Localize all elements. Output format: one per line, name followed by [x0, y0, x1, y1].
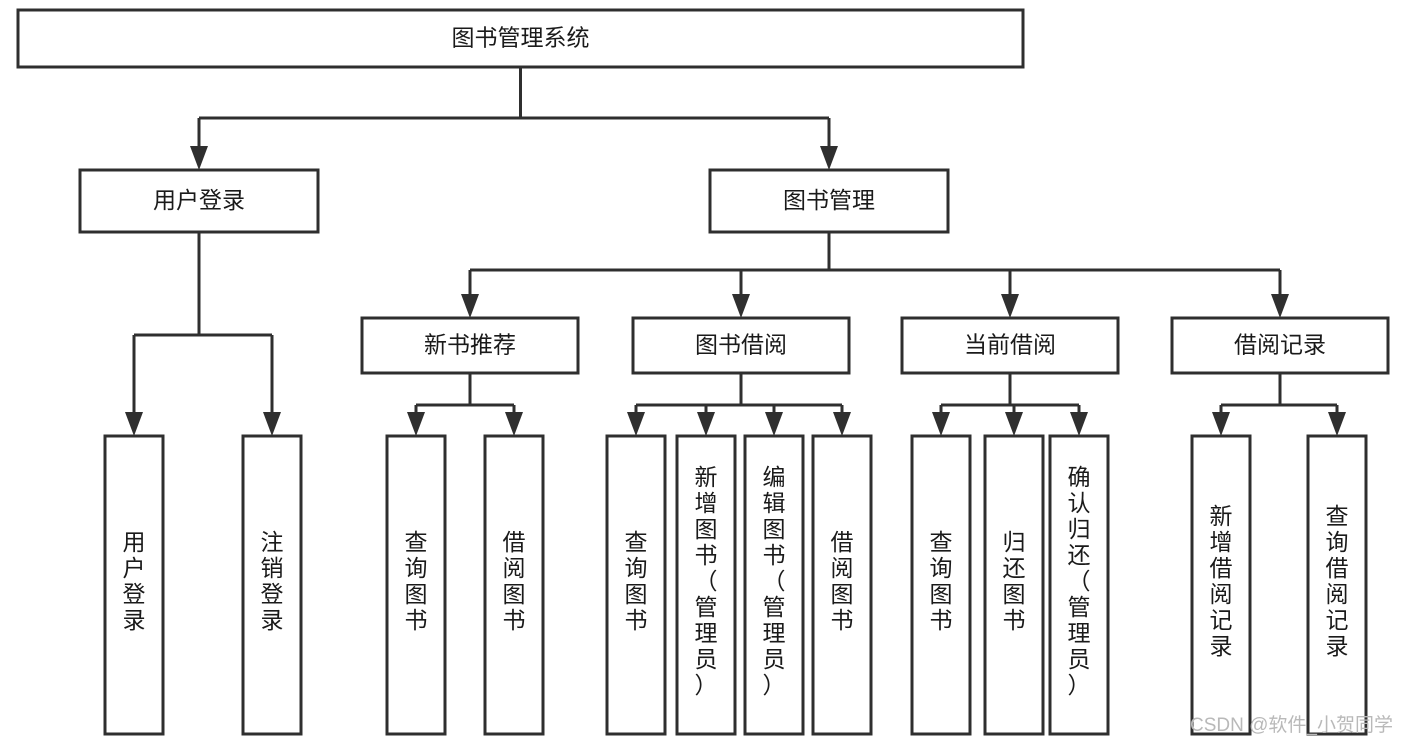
node-leaf-query-book-2[interactable]: 查询图书 [605, 434, 667, 736]
node-leaf-query-record[interactable]: 查询借阅记录 [1306, 434, 1368, 736]
node-label-leaf-borrow-book-2: 借阅图书 [831, 529, 854, 633]
node-box-leaf-add-book [675, 434, 737, 736]
node-box-leaf-return-book [983, 434, 1045, 736]
leaf-leaf-borrow-book-1-arrowhead [505, 412, 523, 436]
connector-lines [125, 67, 1346, 436]
node-box-leaf-user-login [103, 434, 165, 736]
leaf-leaf-query-book-2-arrowhead [627, 412, 645, 436]
node-leaf-edit-book[interactable]: 编辑图书（管理员） [743, 434, 805, 736]
node-box-user-login [78, 168, 320, 234]
node-label-new-book-rec: 新书推荐 [424, 332, 516, 358]
node-root[interactable]: 图书管理系统 [16, 8, 1025, 69]
node-box-root [16, 8, 1025, 69]
node-leaf-query-book-1[interactable]: 查询图书 [385, 434, 447, 736]
node-label-leaf-query-book-2: 查询图书 [625, 529, 648, 633]
node-book-manage[interactable]: 图书管理 [708, 168, 950, 234]
node-label-leaf-query-book-1: 查询图书 [405, 529, 428, 633]
node-label-leaf-add-book: 新增图书（管理员） [695, 464, 718, 698]
node-label-root: 图书管理系统 [452, 25, 590, 51]
node-label-leaf-return-book: 归还图书 [1003, 529, 1026, 633]
node-box-current-borrow [900, 316, 1120, 375]
node-label-leaf-edit-book: 编辑图书（管理员） [763, 464, 786, 698]
node-label-leaf-confirm-return: 确认归还（管理员） [1068, 464, 1091, 698]
node-label-book-manage: 图书管理 [783, 187, 875, 213]
node-box-leaf-user-logout [241, 434, 303, 736]
leaf-leaf-add-record-arrowhead [1212, 412, 1230, 436]
node-borrow-record[interactable]: 借阅记录 [1170, 316, 1390, 375]
node-box-book-manage [708, 168, 950, 234]
level2-user-login-arrowhead [190, 146, 208, 170]
node-leaf-query-book-3[interactable]: 查询图书 [910, 434, 972, 736]
node-box-leaf-borrow-book-2 [811, 434, 873, 736]
node-box-leaf-query-book-3 [910, 434, 972, 736]
node-label-leaf-user-logout: 注销登录 [261, 529, 284, 633]
leaf-leaf-return-book-arrowhead [1005, 412, 1023, 436]
node-boxes: 图书管理系统用户登录图书管理新书推荐图书借阅当前借阅借阅记录用户登录注销登录查询… [16, 8, 1390, 736]
node-box-leaf-query-book-1 [385, 434, 447, 736]
node-box-leaf-confirm-return [1048, 434, 1110, 736]
node-label-current-borrow: 当前借阅 [964, 332, 1056, 358]
node-leaf-user-login[interactable]: 用户登录 [103, 434, 165, 736]
leaf-leaf-query-book-3-arrowhead [932, 412, 950, 436]
node-box-leaf-query-book-2 [605, 434, 667, 736]
node-label-borrow-record: 借阅记录 [1234, 332, 1326, 358]
level2-book-manage-arrowhead [820, 146, 838, 170]
node-box-new-book-rec [360, 316, 580, 375]
csdn-watermark: CSDN @软件_小贺同学 [1190, 714, 1393, 736]
node-book-borrow[interactable]: 图书借阅 [631, 316, 851, 375]
leaf-leaf-edit-book-arrowhead [765, 412, 783, 436]
node-leaf-confirm-return[interactable]: 确认归还（管理员） [1048, 434, 1110, 736]
level3-book-borrow-arrowhead [732, 294, 750, 318]
node-box-leaf-edit-book [743, 434, 805, 736]
node-label-leaf-user-login: 用户登录 [123, 529, 146, 633]
leaf-leaf-user-login-arrowhead [125, 412, 143, 436]
leaf-leaf-add-book-arrowhead [697, 412, 715, 436]
node-leaf-user-logout[interactable]: 注销登录 [241, 434, 303, 736]
leaf-leaf-confirm-return-arrowhead [1070, 412, 1088, 436]
level3-current-borrow-arrowhead [1001, 294, 1019, 318]
node-current-borrow[interactable]: 当前借阅 [900, 316, 1120, 375]
node-leaf-return-book[interactable]: 归还图书 [983, 434, 1045, 736]
node-label-user-login: 用户登录 [153, 187, 245, 213]
leaf-leaf-borrow-book-2-arrowhead [833, 412, 851, 436]
leaf-leaf-user-logout-arrowhead [263, 412, 281, 436]
node-label-leaf-query-record: 查询借阅记录 [1326, 503, 1349, 659]
node-label-leaf-add-record: 新增借阅记录 [1210, 503, 1233, 659]
node-box-book-borrow [631, 316, 851, 375]
level3-borrow-record-arrowhead [1271, 294, 1289, 318]
node-leaf-add-record[interactable]: 新增借阅记录 [1190, 434, 1252, 736]
node-label-leaf-query-book-3: 查询图书 [930, 529, 953, 633]
node-leaf-borrow-book-1[interactable]: 借阅图书 [483, 434, 545, 736]
node-leaf-add-book[interactable]: 新增图书（管理员） [675, 434, 737, 736]
node-leaf-borrow-book-2[interactable]: 借阅图书 [811, 434, 873, 736]
node-user-login[interactable]: 用户登录 [78, 168, 320, 234]
node-box-borrow-record [1170, 316, 1390, 375]
level3-new-book-rec-arrowhead [461, 294, 479, 318]
node-label-book-borrow: 图书借阅 [695, 332, 787, 358]
node-label-leaf-borrow-book-1: 借阅图书 [503, 529, 526, 633]
node-box-leaf-add-record [1190, 434, 1252, 736]
leaf-leaf-query-record-arrowhead [1328, 412, 1346, 436]
node-box-leaf-borrow-book-1 [483, 434, 545, 736]
node-new-book-rec[interactable]: 新书推荐 [360, 316, 580, 375]
node-box-leaf-query-record [1306, 434, 1368, 736]
leaf-leaf-query-book-1-arrowhead [407, 412, 425, 436]
